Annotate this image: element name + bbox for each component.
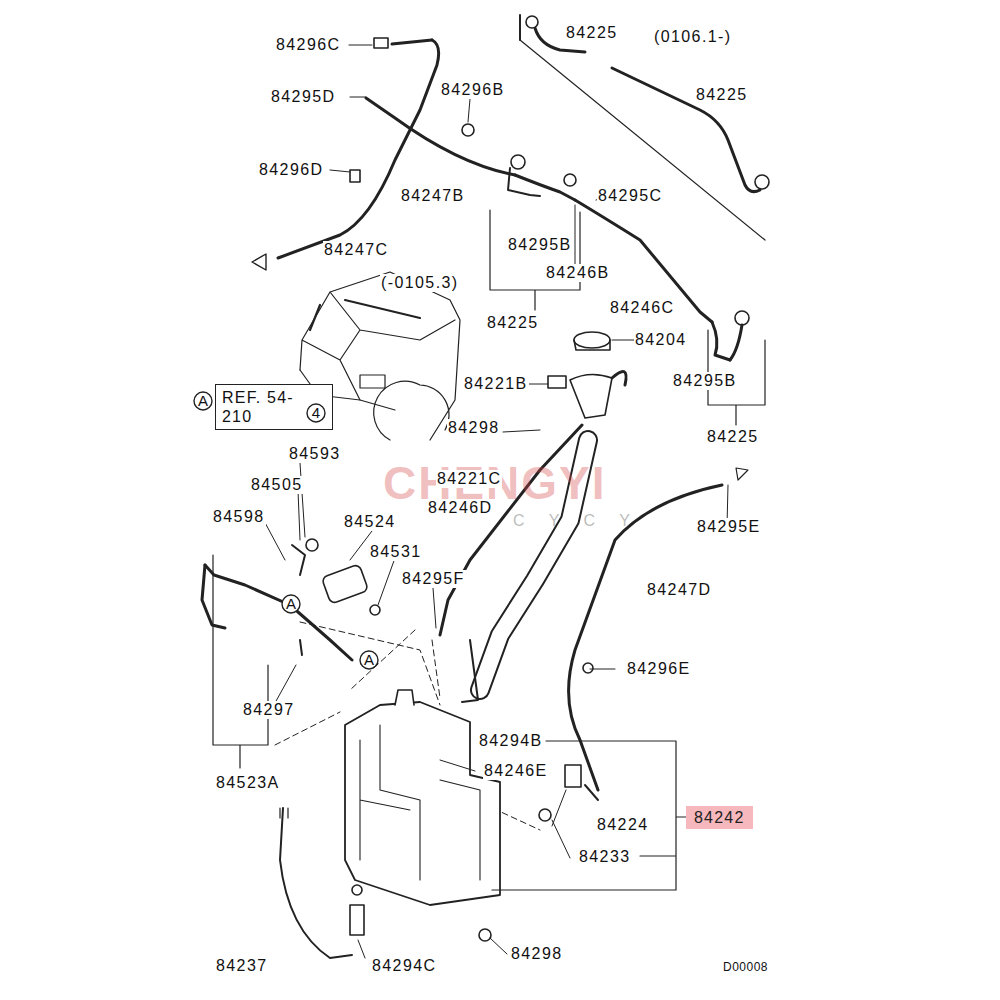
node-text: A xyxy=(198,393,208,409)
circle-outline xyxy=(360,651,378,669)
callout-number: 84524 xyxy=(343,513,397,531)
callout-number: 84296D xyxy=(258,161,324,179)
callout-number: 84224 xyxy=(596,816,650,834)
callout-number: 84204 xyxy=(634,331,688,349)
callout-number: 84593 xyxy=(288,445,342,463)
callout-number: 84247C xyxy=(323,241,389,259)
node-text: 4 xyxy=(312,405,320,421)
callout-number: 84505 xyxy=(250,476,304,494)
callout-number: 84246E xyxy=(483,762,549,780)
reference-box: REF. 54-210 4 xyxy=(215,384,333,430)
watermark: C Y C Y xyxy=(512,512,641,530)
callout-number: 84233 xyxy=(578,848,632,866)
callout-number: 84221B xyxy=(463,375,529,393)
callout-number: 84298 xyxy=(510,945,564,963)
callout-number: 84225 xyxy=(706,428,760,446)
callout-number: 84295B xyxy=(507,236,573,254)
callout-number: 84225 xyxy=(486,314,540,332)
callout-number: 84247D xyxy=(646,581,712,599)
circle-outline xyxy=(282,595,300,613)
callout-number: 84296E xyxy=(626,660,692,678)
reference-circle: A xyxy=(281,594,301,614)
callout-number: 84531 xyxy=(369,543,423,561)
callout-number: 84296C xyxy=(275,36,341,54)
assembly-callout: 84242 xyxy=(686,806,753,829)
callout-number: 84295E xyxy=(696,518,762,536)
circle-outline xyxy=(194,392,212,410)
callout-number: 84246D xyxy=(427,499,493,517)
callout-number: 84297 xyxy=(242,701,296,719)
callout-number: 84295B xyxy=(672,372,738,390)
callout-number: 84295F xyxy=(401,570,466,588)
node-text: REF. 54-210 xyxy=(222,388,298,426)
node-text: A xyxy=(364,652,374,668)
callout-number: 84225 xyxy=(565,24,619,42)
callout-number: 84598 xyxy=(212,508,266,526)
callout-number: 84237 xyxy=(215,957,269,975)
callout-number: (0106.1-) xyxy=(653,28,733,46)
callout-number: 84298 xyxy=(447,419,501,437)
callout-number: 84294B xyxy=(478,732,544,750)
callout-number: 84221C xyxy=(436,470,502,488)
callout-number: (-0105.3) xyxy=(380,274,460,292)
callout-number: 84225 xyxy=(695,86,749,104)
callout-number: D00008 xyxy=(722,958,769,976)
callout-number: 84246B xyxy=(545,264,611,282)
reference-circle: 4 xyxy=(306,403,326,423)
callout-number: 84295C xyxy=(597,187,663,205)
callout-number: 84294C xyxy=(371,957,437,975)
node-text: 84242 xyxy=(694,808,745,827)
reference-circle: A xyxy=(193,391,213,411)
node-text: A xyxy=(286,596,296,612)
circle-outline xyxy=(307,404,325,422)
callout-number: 84247B xyxy=(400,187,466,205)
reference-circle: A xyxy=(359,650,379,670)
callout-number: 84296B xyxy=(440,81,506,99)
callout-number: 84246C xyxy=(609,299,675,317)
callout-number: 84523A xyxy=(215,774,281,792)
callout-number: 84295D xyxy=(270,88,336,106)
